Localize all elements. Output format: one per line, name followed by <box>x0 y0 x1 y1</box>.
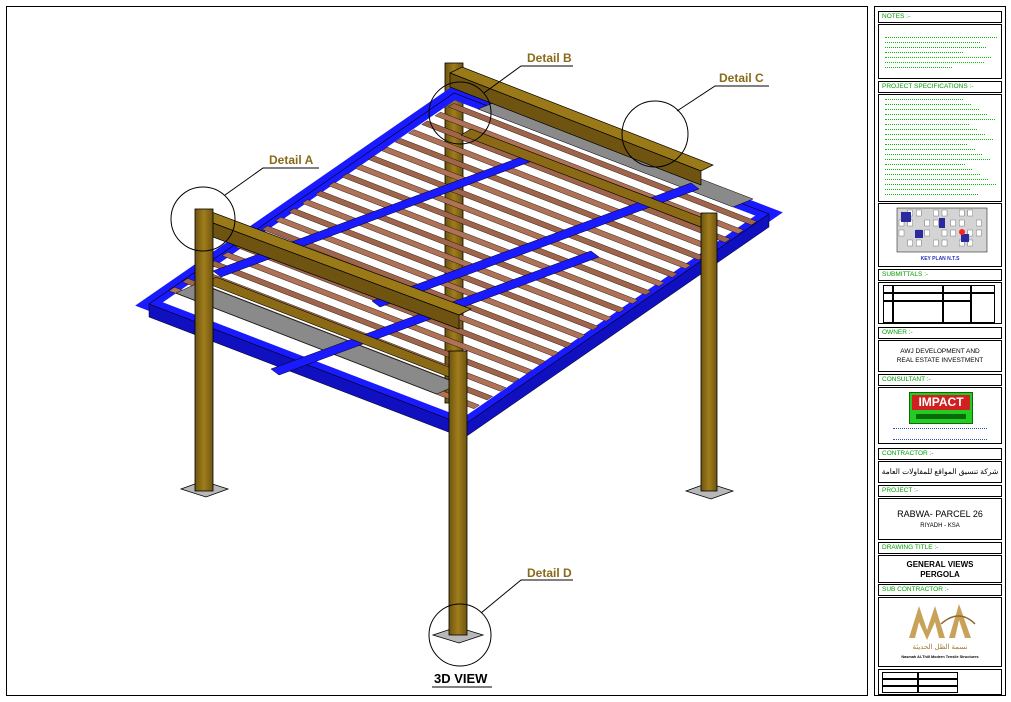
key-plan-cell <box>950 219 956 227</box>
key-plan-cell <box>907 239 913 247</box>
drawing-title-line1: GENERAL VIEWS <box>906 560 974 569</box>
spec-line <box>885 184 996 189</box>
main-beams <box>196 66 714 378</box>
key-plan-cell <box>933 219 939 227</box>
submittals-header: SUBMITTALS :- <box>878 269 1002 281</box>
key-plan-box: KEY PLAN N.T.S <box>878 203 1002 267</box>
project-header: PROJECT :- <box>878 485 1002 497</box>
spec-line <box>885 194 978 199</box>
key-plan-cell <box>950 229 956 237</box>
spec-line <box>885 114 987 119</box>
key-plan-cell <box>959 209 965 217</box>
owner-box: AWJ DEVELOPMENT AND REAL ESTATE INVESTME… <box>878 340 1002 372</box>
sub-contractor-box: نسمة الظل الحديثة Nasmah Al-Thill Modern… <box>878 597 1002 667</box>
drawing-title-header: DRAWING TITLE :- <box>878 542 1002 554</box>
spec-line <box>885 159 991 164</box>
detail-d-label: Detail D <box>527 566 572 580</box>
key-plan-cell <box>967 209 973 217</box>
spec-line <box>885 149 975 154</box>
project-specs-box <box>878 94 1002 202</box>
key-plan-cell <box>959 219 965 227</box>
detail-callouts <box>170 65 769 667</box>
owner-line1: AWJ DEVELOPMENT AND <box>900 348 980 355</box>
key-plan-cell <box>933 209 939 217</box>
consultant-header: CONSULTANT :- <box>878 374 1002 386</box>
spec-line <box>885 109 980 114</box>
key-plan-cell <box>924 219 930 227</box>
project-box: RABWA- PARCEL 26 RIYADH - KSA <box>878 498 1002 540</box>
detail-b-label: Detail B <box>527 51 572 65</box>
consultant-box: IMPACT <box>878 387 1002 444</box>
detail-c-label: Detail C <box>719 71 764 85</box>
notes-lines <box>885 35 997 77</box>
wood-slat <box>421 120 731 243</box>
sub-contractor-english: Nasmah Al-Thill Modern Tensile Structure… <box>901 655 979 659</box>
post-left <box>194 208 214 492</box>
drawing-title-line2: PERGOLA <box>920 570 960 579</box>
key-plan-cell <box>916 239 922 247</box>
spec-lines <box>885 99 997 199</box>
consultant-logo-text: IMPACT <box>912 395 970 410</box>
spec-line <box>885 134 985 139</box>
owner-header: OWNER :- <box>878 327 1002 339</box>
notes-box <box>878 24 1002 79</box>
key-plan-cell <box>967 239 973 247</box>
spec-line <box>885 104 972 109</box>
key-plan-sketch <box>896 207 988 253</box>
key-plan-cell <box>941 209 948 217</box>
key-plan-cell <box>933 239 939 247</box>
wood-slat <box>328 181 639 304</box>
key-plan-label: KEY PLAN N.T.S <box>920 256 960 262</box>
consultant-logo: IMPACT <box>909 392 973 424</box>
spec-line <box>885 179 989 184</box>
project-location: RIYADH - KSA <box>920 523 960 529</box>
owner-line2: REAL ESTATE INVESTMENT <box>896 357 984 364</box>
key-plan-cell <box>976 229 982 237</box>
key-plan-cell <box>916 209 922 217</box>
contractor-name: شركة تنسيق المواقع للمقاولات العامة <box>881 467 999 476</box>
drawing-title-box: GENERAL VIEWS PERGOLA <box>878 555 1002 583</box>
sub-contractor-header: SUB CONTRACTOR :- <box>878 584 1002 596</box>
sub-contractor-logo <box>909 604 976 640</box>
spec-line <box>885 189 971 194</box>
key-plan-cell <box>898 229 905 237</box>
pergola-3d-view: Detail A Detail B Detail C Detail D 3D V… <box>135 51 783 688</box>
wood-slat <box>314 190 626 313</box>
submittals-table <box>879 283 1001 323</box>
view-label: 3D VIEW <box>434 671 488 686</box>
drawing-area: Detail A Detail B Detail C Detail D 3D V… <box>6 6 868 696</box>
detail-a-label: Detail A <box>269 153 314 167</box>
submittals-box <box>878 282 1002 324</box>
wood-slat <box>221 251 533 374</box>
notes-header: NOTES :- <box>878 11 1002 23</box>
spec-line <box>885 129 977 134</box>
project-name: RABWA- PARCEL 26 <box>897 509 983 519</box>
post-front <box>448 350 468 636</box>
spec-line <box>885 139 993 144</box>
wood-slat <box>301 199 613 322</box>
contractor-box: شركة تنسيق المواقع للمقاولات العامة <box>878 461 1002 483</box>
spec-line <box>885 124 969 129</box>
spec-line <box>885 119 995 124</box>
key-plan-cell <box>976 219 982 227</box>
spec-line <box>885 174 981 179</box>
post-right <box>700 212 718 492</box>
title-block: NOTES :- PROJECT SPECIFICATIONS :- <box>874 6 1006 696</box>
spec-line <box>885 164 965 169</box>
spec-line <box>885 169 973 174</box>
project-specs-header: PROJECT SPECIFICATIONS :- <box>878 81 1002 93</box>
contractor-header: CONTRACTOR :- <box>878 448 1002 460</box>
approval-box <box>878 669 1002 695</box>
spec-line <box>885 144 967 149</box>
spec-line <box>885 99 964 104</box>
sub-contractor-arabic: نسمة الظل الحديثة <box>912 644 968 651</box>
spec-line <box>885 154 983 159</box>
key-plan-cell <box>967 229 973 237</box>
key-plan-cell <box>924 229 930 237</box>
key-plan-cell <box>941 229 948 237</box>
consultant-address-lines <box>893 428 987 440</box>
key-plan-cell <box>941 239 948 247</box>
